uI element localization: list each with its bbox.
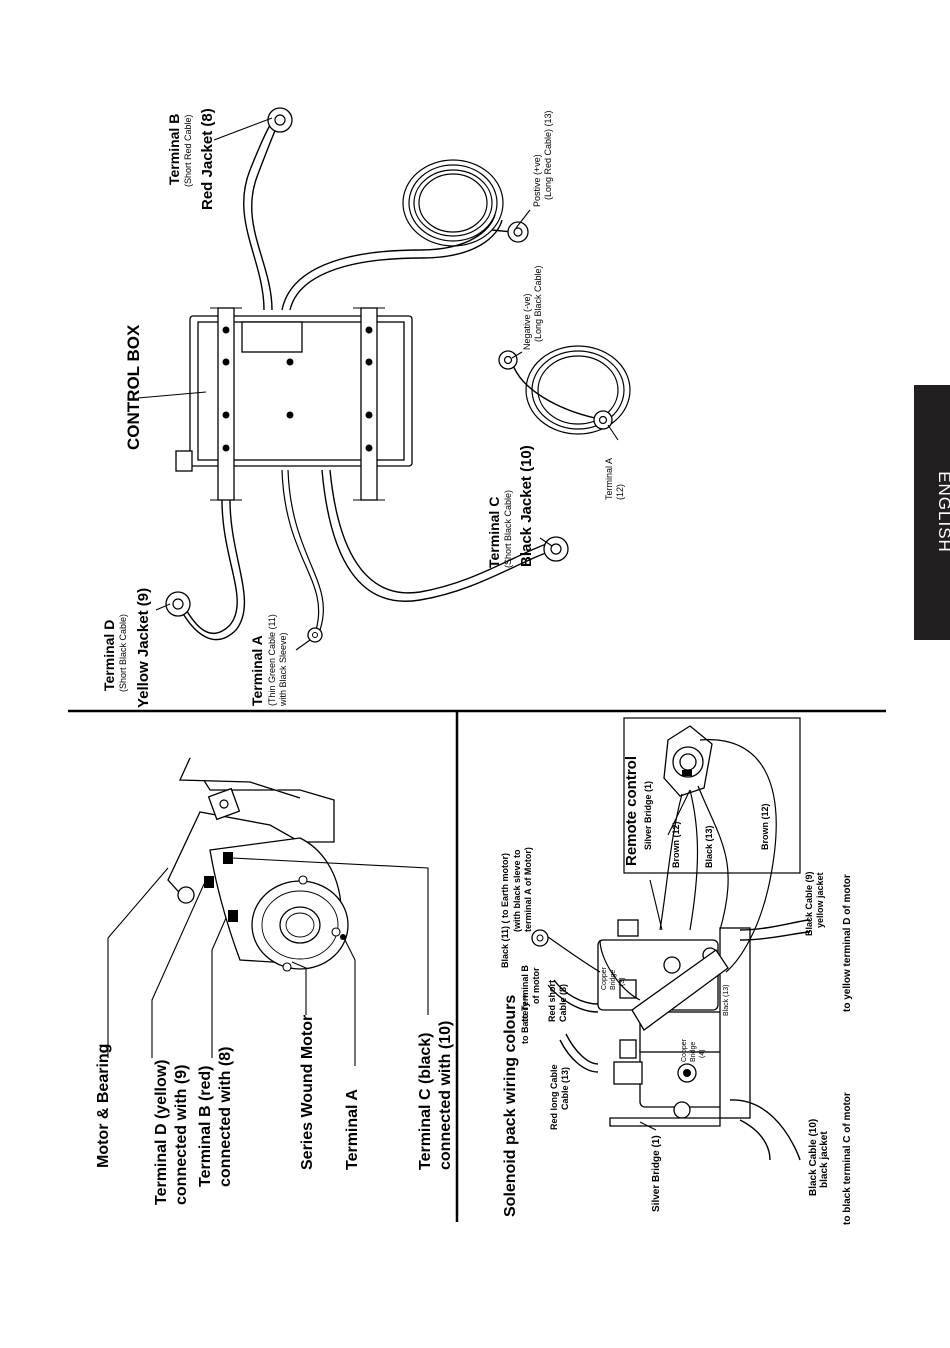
motor-series-label: Series Wound Motor [299, 1015, 316, 1170]
red-long-line2: Cable (13) [560, 1067, 570, 1110]
red-short-line1: Red short [547, 980, 557, 1022]
motor-bearing-label: Motor & Bearing [95, 1044, 112, 1168]
motor-terminal-d-line1: Terminal D (yellow) [153, 1059, 170, 1205]
terminal-a-green-sub1: (Thin Green Cable (11) [267, 614, 277, 706]
motor-terminal-b-line1: Terminal B (red) [197, 1066, 214, 1188]
series-wound-motor [209, 837, 349, 972]
black-cable-9-line1: Black Cable (9) [804, 871, 814, 936]
terminal-b-jacket: Red Jacket (8) [199, 108, 216, 210]
terminal-d-sub: (Short Black Cable) [118, 614, 128, 692]
copper-bridge-4-line1: Copper [681, 1038, 688, 1062]
terminal-a-green-sub2: with Black Sleeve) [278, 632, 288, 707]
to-terminal-b-line1: to Terminal B [520, 965, 530, 1022]
solenoid-title: Solenoid pack wiring colours [502, 995, 519, 1217]
to-battery-label: to Battery + [520, 994, 530, 1044]
remote-black-13-label: Black (13) [704, 825, 714, 868]
black-cable-10-line1: Black Cable (10) [808, 1119, 819, 1196]
remote-control-title: Remote control [623, 756, 640, 866]
motor-terminal-c-line2: connected with (10) [437, 1021, 454, 1170]
terminal-a-green-ring [307, 627, 323, 643]
positive-line2: (Long Red Cable) (13) [543, 110, 553, 200]
red-long-line1: Red long Cable [549, 1064, 559, 1130]
terminal-b-title: Terminal B [166, 114, 182, 185]
language-tab: ENGLISH [914, 385, 950, 640]
motor-terminal-a-label: Terminal A [344, 1089, 361, 1170]
to-black-c-label: to black terminal C of motor [842, 1092, 853, 1225]
terminal-d-ring [165, 591, 191, 617]
terminal-c-sub: (Short Black Cable) [503, 490, 513, 568]
remote-socket [663, 725, 713, 797]
motor-terminal-d-line2: connected with (9) [173, 1065, 190, 1205]
terminal-a-green-title: Terminal A [249, 635, 265, 706]
control-box-cables [181, 121, 631, 641]
copper-bridge-3-line1: Copper [601, 966, 608, 990]
copper-bridge-4-line2: Bridge [690, 1042, 697, 1062]
solenoid-panel: Solenoid pack wiring colours Silver Brid… [500, 717, 853, 1225]
to-terminal-b-line2: of motor [531, 967, 541, 1004]
solenoid-wires [544, 739, 811, 1161]
terminal-c-jacket: Black Jacket (10) [518, 445, 535, 567]
language-tab-label: ENGLISH [935, 471, 950, 553]
remote-brown-12b-label: Brown (12) [760, 803, 770, 850]
control-box-panel: CONTROL BOX Terminal B (Short Red Cable)… [101, 107, 631, 708]
black-11-line2: (with black sleve to [512, 849, 522, 932]
terminal-d-title: Terminal D [101, 620, 117, 691]
negative-line1: Negative (-ve) [522, 293, 532, 350]
black-cable-10-line2: black jacket [819, 1131, 830, 1188]
negative-ring [498, 350, 518, 370]
motor-terminal-c-line1: Terminal C (black) [417, 1032, 434, 1170]
red-short-line2: Cable (8) [558, 984, 568, 1022]
terminal-c-ring [543, 536, 569, 562]
solenoid-pack [597, 919, 751, 1127]
control-box-title: CONTROL BOX [124, 324, 143, 450]
terminal-a-12-ring [593, 410, 613, 430]
remote-control-box [623, 717, 801, 874]
remote-brown-12-label: Brown (12) [671, 821, 681, 868]
motor-panel: Motor & Bearing Terminal D (yellow) conn… [95, 757, 454, 1205]
silver-bridge-1-label: Silver Bridge (1) [651, 1135, 662, 1212]
copper-bridge-4-line3: (4) [699, 1049, 706, 1058]
black-13-small-label: Black (13) [723, 984, 730, 1016]
terminal-b-ring [267, 107, 293, 133]
remote-silver-bridge-label: Silver Bridge (1) [643, 781, 653, 850]
terminal-a-12-line1: Terminal A [604, 458, 614, 500]
black-11-line1: Black (11) ( to Earth motor) [500, 853, 510, 968]
terminal-a-12-line2: (12) [615, 484, 625, 500]
positive-line1: Postive (+ve) [532, 154, 542, 207]
earth-ring [531, 929, 549, 947]
control-box [175, 307, 413, 501]
to-yellow-d-label: to yellow terminal D of motor [842, 874, 853, 1012]
positive-ring [507, 221, 529, 243]
black-11-line3: terminal A of Motor) [523, 847, 533, 932]
negative-line2: (Long Black Cable) [533, 265, 543, 342]
black-cable-9-line2: yellow jacket [815, 872, 825, 928]
terminal-b-sub: (Short Red Cable) [183, 114, 193, 187]
terminal-d-jacket: Yellow Jacket (9) [135, 588, 152, 708]
copper-bridge-3-line2: Bridge [610, 970, 617, 990]
motor-terminal-b-line2: connected with (8) [217, 1047, 234, 1187]
terminal-c-title: Terminal C [486, 497, 502, 568]
motor-bracket [167, 757, 335, 904]
copper-bridge-3-line3: (3) [619, 977, 626, 986]
